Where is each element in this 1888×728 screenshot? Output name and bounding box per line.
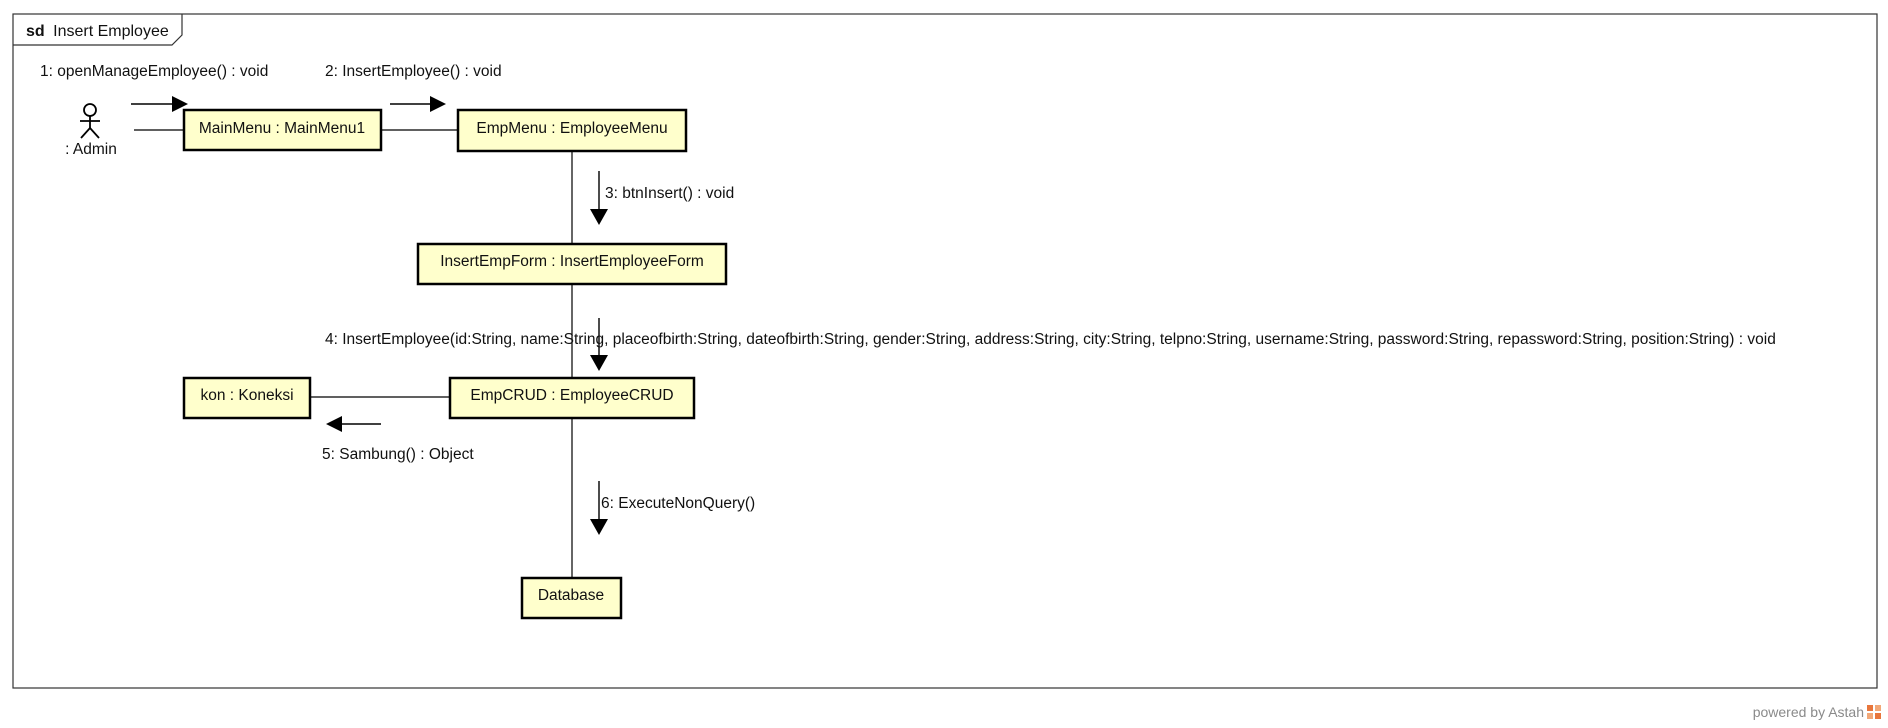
node-mainmenu-label: MainMenu : MainMenu1 [199,120,365,137]
arrow-m6 [590,481,608,535]
message-5-label: 5: Sambung() : Object [322,446,474,463]
arrow-m4 [590,318,608,371]
node-insertform-label: InsertEmpForm : InsertEmployeeForm [440,253,704,270]
message-arrows [131,96,608,535]
message-6-label: 6: ExecuteNonQuery() [601,495,755,512]
sequence-frame: sd Insert Employee [12,13,1878,689]
frame-keyword: sd [26,23,45,40]
actor-label: : Admin [65,141,117,158]
frame-name: Insert Employee [53,23,169,40]
links [134,129,573,580]
node-empcrud-label: EmpCRUD : EmployeeCRUD [470,387,673,404]
actor-admin[interactable]: : Admin [65,103,117,158]
message-4-label: 4: InsertEmployee(id:String, name:String… [325,331,1776,348]
node-kon[interactable]: kon : Koneksi [182,376,312,420]
message-1-label: 1: openManageEmployee() : void [40,63,268,80]
node-kon-label: kon : Koneksi [200,387,293,404]
astah-logo-icon [1866,704,1882,720]
arrow-m2 [390,96,446,112]
footer-text: powered by Astah [1752,704,1864,720]
message-2-label: 2: InsertEmployee() : void [325,63,502,80]
frame-title: sd Insert Employee [26,23,169,40]
node-insertform[interactable]: InsertEmpForm : InsertEmployeeForm [416,242,728,286]
node-database[interactable]: Database [520,576,623,620]
message-3-label: 3: btnInsert() : void [605,185,734,202]
arrow-m5 [326,416,381,432]
astah-footer: powered by Astah [1753,704,1882,720]
node-database-label: Database [538,587,604,604]
node-empmenu-label: EmpMenu : EmployeeMenu [476,120,667,137]
actor-icon [80,103,100,139]
arrow-m1 [131,96,188,112]
node-empcrud[interactable]: EmpCRUD : EmployeeCRUD [448,376,696,420]
arrow-m3 [590,171,608,225]
node-mainmenu[interactable]: MainMenu : MainMenu1 [182,108,383,152]
node-empmenu[interactable]: EmpMenu : EmployeeMenu [456,108,688,153]
